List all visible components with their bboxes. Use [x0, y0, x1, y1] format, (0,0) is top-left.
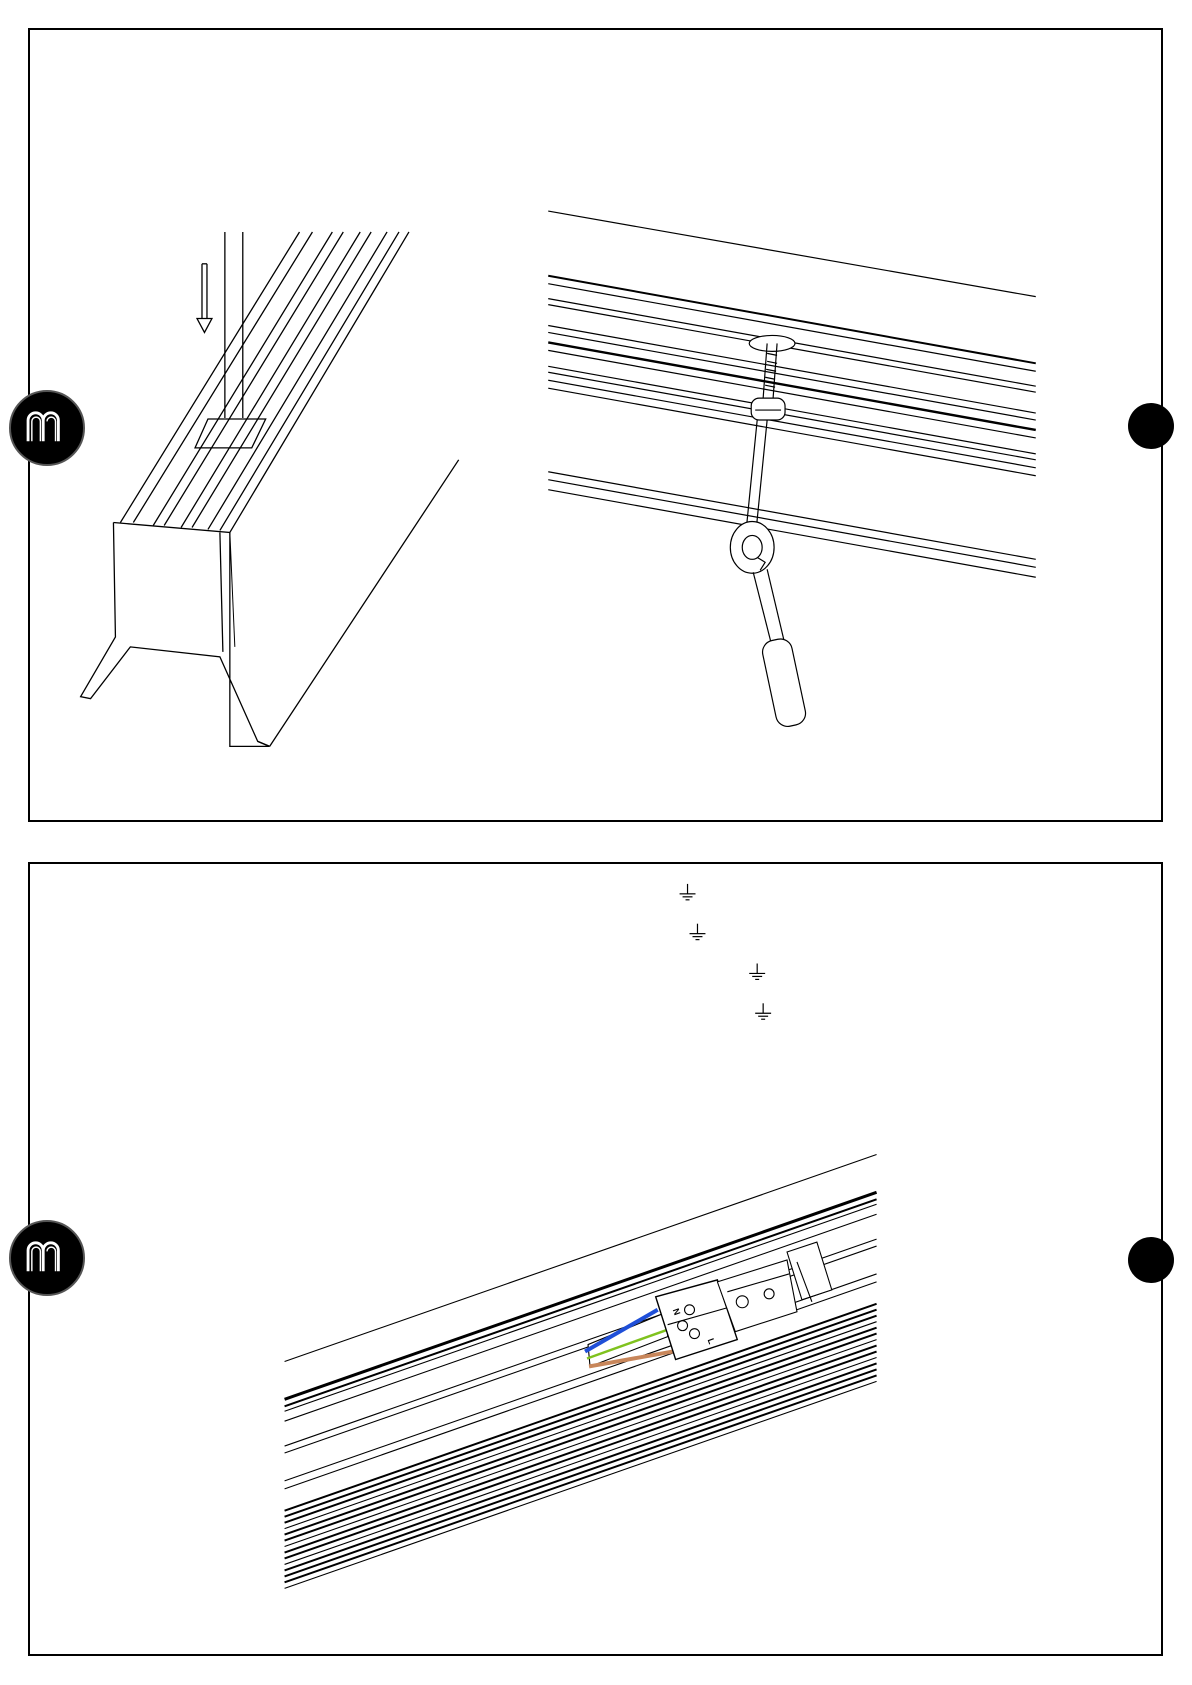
earth-icon	[755, 1003, 771, 1019]
brand-logo	[9, 1220, 85, 1296]
page-marker-dot	[1128, 403, 1174, 449]
profile-insert-drawing	[81, 232, 459, 746]
earth-icon	[749, 963, 765, 979]
brand-logo	[9, 390, 85, 466]
down-arrow-icon	[197, 264, 212, 333]
earth-icon	[680, 884, 696, 900]
screwdriver-icon	[730, 522, 807, 729]
bottom-illustrations: N L	[30, 864, 1161, 1654]
screwdriver-fixing-drawing	[548, 211, 1036, 729]
page-marker-dot	[1128, 1237, 1174, 1283]
wiring-drawing: N L	[285, 1155, 877, 1589]
earth-symbols	[680, 884, 772, 1019]
logo-m-icon	[11, 1222, 83, 1294]
top-illustrations	[30, 30, 1161, 820]
logo-m-icon	[11, 392, 83, 464]
top-panel	[28, 28, 1163, 822]
bottom-panel: N L	[28, 862, 1163, 1656]
earth-icon	[690, 924, 706, 940]
